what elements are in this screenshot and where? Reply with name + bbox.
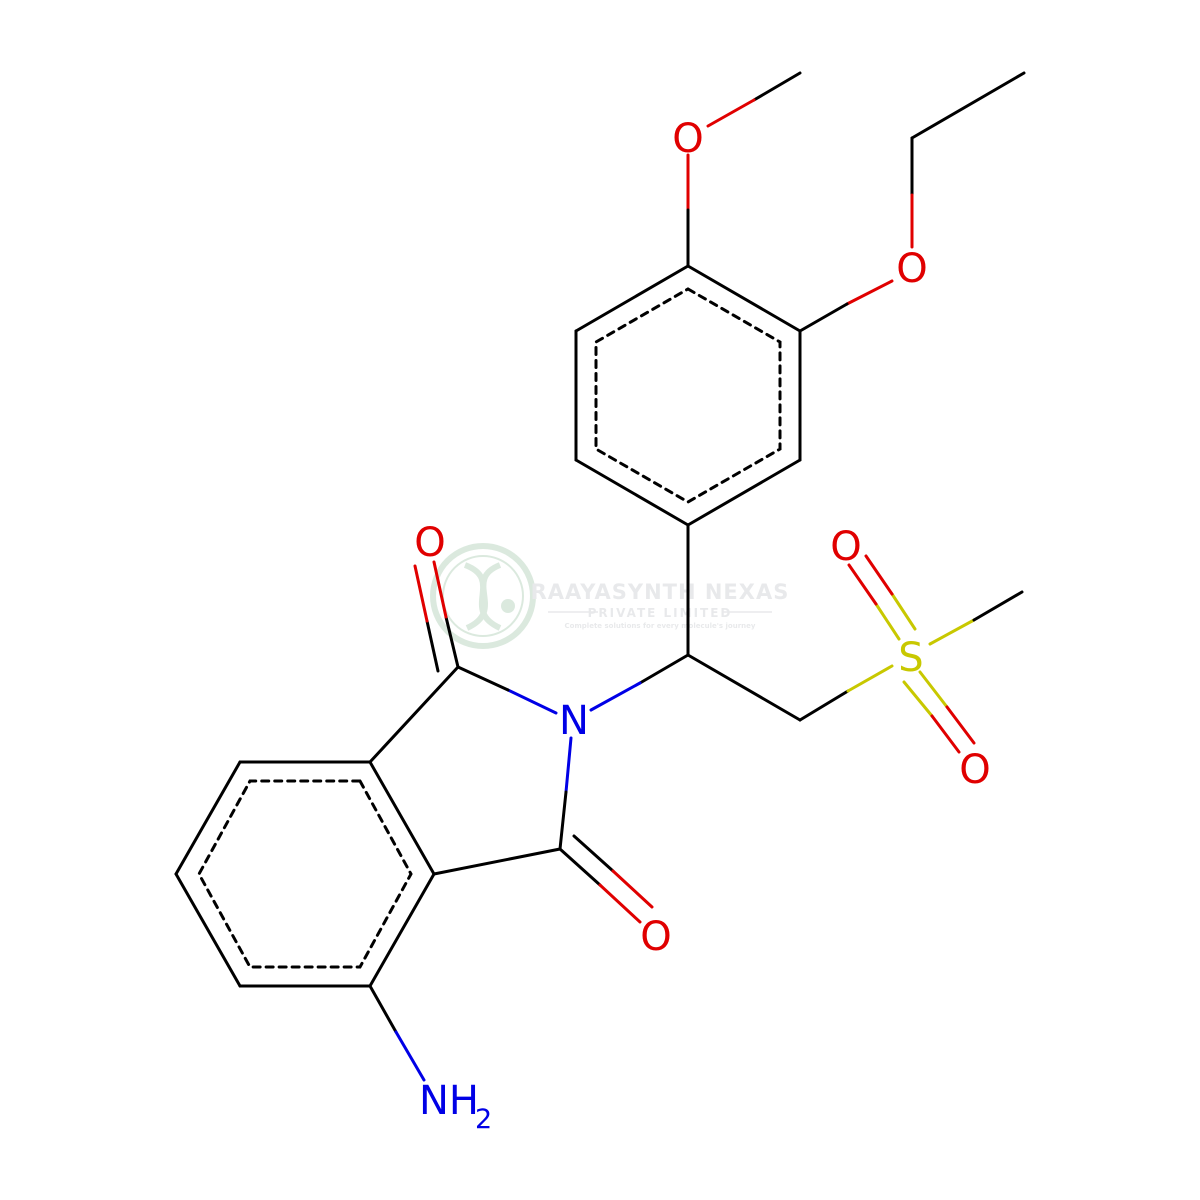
bond-c-o-top bbox=[444, 615, 460, 669]
atom-o-sulfonyl-top: O bbox=[830, 524, 861, 570]
atom-labels: O O O O S N O O NH 2 bbox=[414, 116, 990, 1135]
watermark-tagline: Complete solutions for every molecule's … bbox=[565, 622, 756, 630]
bond-ring-nh2 bbox=[368, 984, 398, 1034]
bond-methyl-o bbox=[752, 71, 802, 102]
upper-ring-aromatic-dashes bbox=[594, 287, 782, 504]
atom-s-sulfonyl: S bbox=[898, 635, 923, 681]
lower-ring-aromatic-dashes bbox=[197, 779, 413, 969]
bond-ctop-ring bbox=[368, 665, 460, 764]
atom-nh2: NH bbox=[419, 1078, 479, 1124]
bonds bbox=[174, 71, 1026, 1082]
bond-ch-ch2 bbox=[686, 653, 802, 722]
bond-ethoxy-o-ring bbox=[845, 279, 894, 306]
atom-n-imide: N bbox=[559, 698, 589, 744]
watermark-logo-icon bbox=[430, 543, 536, 649]
lower-benzene-ring bbox=[174, 760, 436, 988]
atom-o-sulfonyl-bottom: O bbox=[959, 747, 990, 793]
watermark: RAAYASYNTH NEXAS PRIVATE LIMITED Complet… bbox=[430, 543, 790, 649]
bond-s-o-bottom bbox=[902, 680, 934, 718]
atom-nh2-subscript: 2 bbox=[475, 1104, 492, 1135]
bond-ch2-s bbox=[798, 689, 850, 722]
atom-o-carbonyl-bottom: O bbox=[640, 914, 671, 960]
watermark-subtitle: PRIVATE LIMITED bbox=[588, 606, 733, 620]
bond-ch-n bbox=[638, 653, 690, 685]
bond-s-methyl bbox=[928, 618, 976, 646]
atom-o-carbonyl-top: O bbox=[414, 520, 445, 566]
atom-o-ethoxy: O bbox=[896, 246, 927, 292]
atom-o-methoxy: O bbox=[672, 116, 703, 162]
bond-n-c-top bbox=[506, 688, 558, 715]
watermark-company: RAAYASYNTH NEXAS bbox=[531, 580, 790, 604]
bond-c-o-bottom bbox=[558, 847, 602, 887]
bond-ethyl-cc bbox=[910, 71, 1026, 140]
bond-n-c-bottom bbox=[564, 736, 573, 794]
upper-benzene-ring bbox=[574, 264, 802, 527]
bond-cbottom-ring bbox=[432, 847, 562, 876]
bond-s-o-top bbox=[874, 602, 901, 641]
